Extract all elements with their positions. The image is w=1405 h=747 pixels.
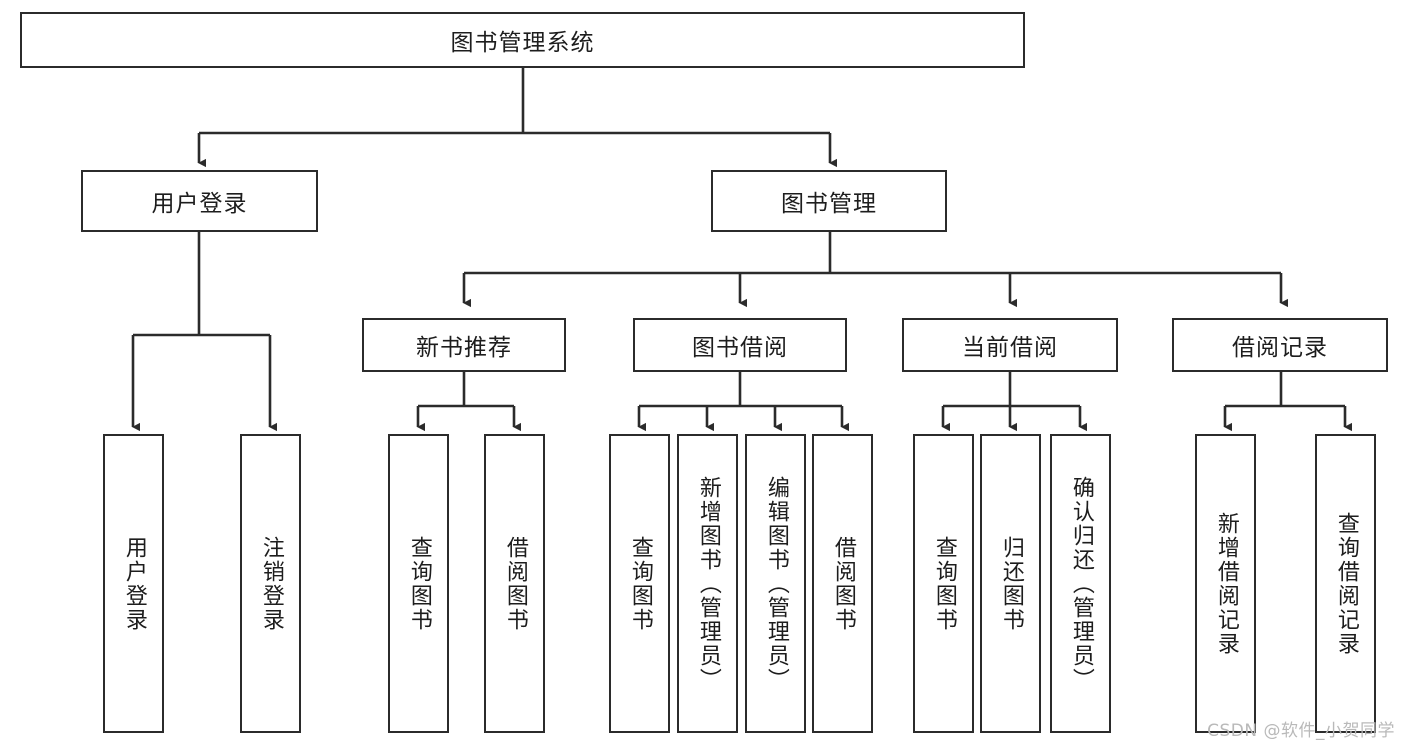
leaf-current-borrow-query[interactable]: 查询图书 xyxy=(913,434,974,733)
leaf-label: 新增借阅记录 xyxy=(1213,511,1239,656)
node-borrow-record-label: 借阅记录 xyxy=(1232,335,1328,361)
leaf-book-borrow-borrow[interactable]: 借阅图书 xyxy=(812,434,873,733)
node-book-management-label: 图书管理 xyxy=(781,191,877,217)
leaf-new-book-borrow[interactable]: 借阅图书 xyxy=(484,434,545,733)
leaf-user-login-logout[interactable]: 注销登录 xyxy=(240,434,301,733)
node-root[interactable]: 图书管理系统 xyxy=(20,12,1025,68)
node-user-login[interactable]: 用户登录 xyxy=(81,170,318,232)
node-new-book-recommend-label: 新书推荐 xyxy=(416,335,512,361)
node-root-label: 图书管理系统 xyxy=(450,30,595,56)
leaf-user-login-login[interactable]: 用户登录 xyxy=(103,434,164,733)
leaf-book-borrow-add[interactable]: 新增图书（管理员） xyxy=(677,434,738,733)
leaf-label: 用户登录 xyxy=(121,535,147,632)
leaf-label: 查询图书 xyxy=(627,535,653,632)
node-book-borrow[interactable]: 图书借阅 xyxy=(633,318,847,372)
watermark: CSDN @软件_小贺同学 xyxy=(1207,721,1395,741)
node-new-book-recommend[interactable]: 新书推荐 xyxy=(362,318,566,372)
leaf-label: 注销登录 xyxy=(258,535,284,632)
leaf-label: 新增图书（管理员） xyxy=(695,475,721,692)
node-borrow-record[interactable]: 借阅记录 xyxy=(1172,318,1388,372)
node-current-borrow-label: 当前借阅 xyxy=(962,335,1058,361)
leaf-label: 查询借阅记录 xyxy=(1333,511,1359,656)
leaf-book-borrow-query[interactable]: 查询图书 xyxy=(609,434,670,733)
leaf-current-borrow-return[interactable]: 归还图书 xyxy=(980,434,1041,733)
leaf-label: 归还图书 xyxy=(998,535,1024,632)
leaf-borrow-record-query[interactable]: 查询借阅记录 xyxy=(1315,434,1376,733)
node-book-management[interactable]: 图书管理 xyxy=(711,170,947,232)
node-current-borrow[interactable]: 当前借阅 xyxy=(902,318,1118,372)
node-user-login-label: 用户登录 xyxy=(151,191,248,217)
leaf-label: 确认归还（管理员） xyxy=(1068,475,1094,692)
node-book-borrow-label: 图书借阅 xyxy=(692,335,788,361)
leaf-label: 借阅图书 xyxy=(830,535,856,632)
leaf-label: 编辑图书（管理员） xyxy=(763,475,789,692)
leaf-new-book-query[interactable]: 查询图书 xyxy=(388,434,449,733)
leaf-label: 查询图书 xyxy=(931,535,957,632)
leaf-borrow-record-add[interactable]: 新增借阅记录 xyxy=(1195,434,1256,733)
leaf-current-borrow-confirm[interactable]: 确认归还（管理员） xyxy=(1050,434,1111,733)
leaf-label: 借阅图书 xyxy=(502,535,528,632)
leaf-book-borrow-edit[interactable]: 编辑图书（管理员） xyxy=(745,434,806,733)
leaf-label: 查询图书 xyxy=(406,535,432,632)
